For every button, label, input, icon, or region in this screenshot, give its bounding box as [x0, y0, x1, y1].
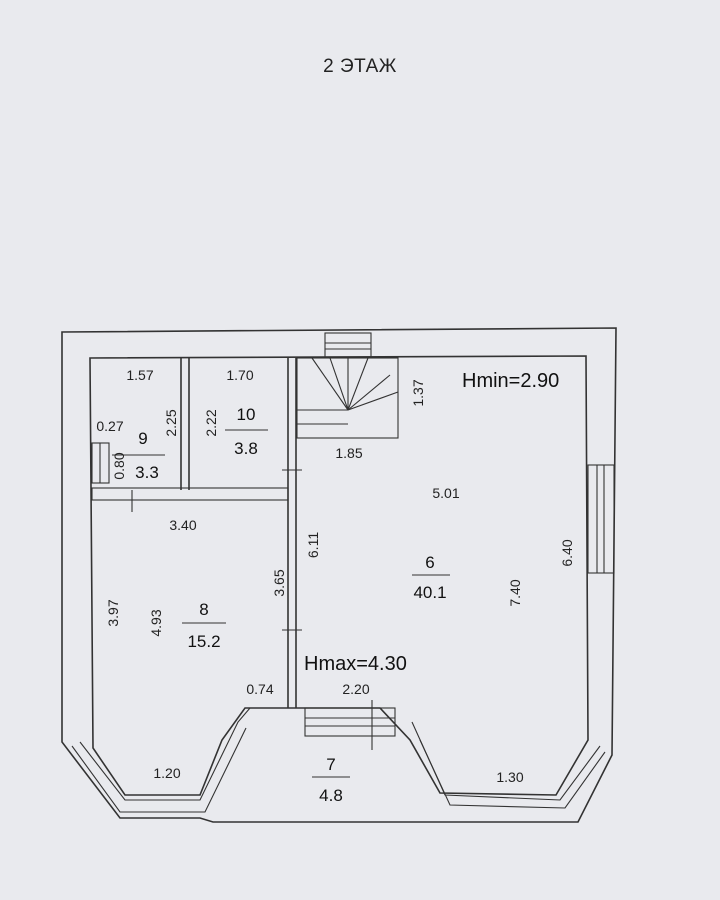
dim-1-57: 1.57	[126, 367, 153, 383]
dim-0-27: 0.27	[96, 418, 123, 434]
dim-2-22: 2.22	[203, 409, 219, 436]
room-6-area: 40.1	[413, 583, 446, 602]
room-8-label: 8 15.2	[182, 600, 226, 651]
right-window	[587, 464, 615, 574]
dim-1-20: 1.20	[153, 765, 180, 781]
room-7-number: 7	[326, 755, 335, 774]
dim-3-97: 3.97	[105, 599, 121, 626]
dim-5-01: 5.01	[432, 485, 459, 501]
dim-4-93: 4.93	[148, 609, 164, 636]
dim-2-20: 2.20	[342, 681, 369, 697]
room-9-label: 9 3.3	[135, 429, 159, 482]
room-8-number: 8	[199, 600, 208, 619]
room-10-area: 3.8	[234, 439, 258, 458]
room-9-number: 9	[138, 429, 147, 448]
bay-windows	[71, 707, 606, 813]
dim-6-40: 6.40	[559, 539, 575, 566]
top-window	[324, 332, 372, 358]
room-10-number: 10	[237, 405, 256, 424]
dim-6-11: 6.11	[305, 532, 321, 558]
dim-1-30: 1.30	[496, 769, 523, 785]
room-6-label: 6 40.1	[412, 553, 450, 602]
room-7-label: 7 4.8	[312, 755, 350, 805]
dimension-labels: 1.57 1.70 0.27 1.85 5.01 3.40 0.74 2.20 …	[96, 367, 575, 785]
room-10-label: 10 3.8	[225, 405, 268, 458]
room-9-area: 3.3	[135, 463, 159, 482]
staircase	[296, 357, 399, 439]
dim-7-40: 7.40	[507, 579, 523, 606]
exterior-walls	[61, 327, 617, 823]
dim-0-74: 0.74	[246, 681, 273, 697]
dim-1-85: 1.85	[335, 445, 362, 461]
floor-title: 2 ЭТАЖ	[323, 56, 397, 77]
dim-1-37: 1.37	[410, 379, 426, 406]
dim-3-40: 3.40	[169, 517, 196, 533]
dim-2-25: 2.25	[163, 409, 179, 436]
height-max: Hmax=4.30	[304, 653, 407, 675]
dim-0-80: 0.80	[111, 452, 127, 479]
room-7-area: 4.8	[319, 786, 343, 805]
dim-1-70: 1.70	[226, 367, 253, 383]
dim-3-65: 3.65	[271, 569, 287, 596]
room-6-number: 6	[425, 553, 434, 572]
height-min: Hmin=2.90	[462, 370, 559, 392]
room-8-area: 15.2	[187, 632, 220, 651]
interior-walls	[91, 358, 373, 750]
